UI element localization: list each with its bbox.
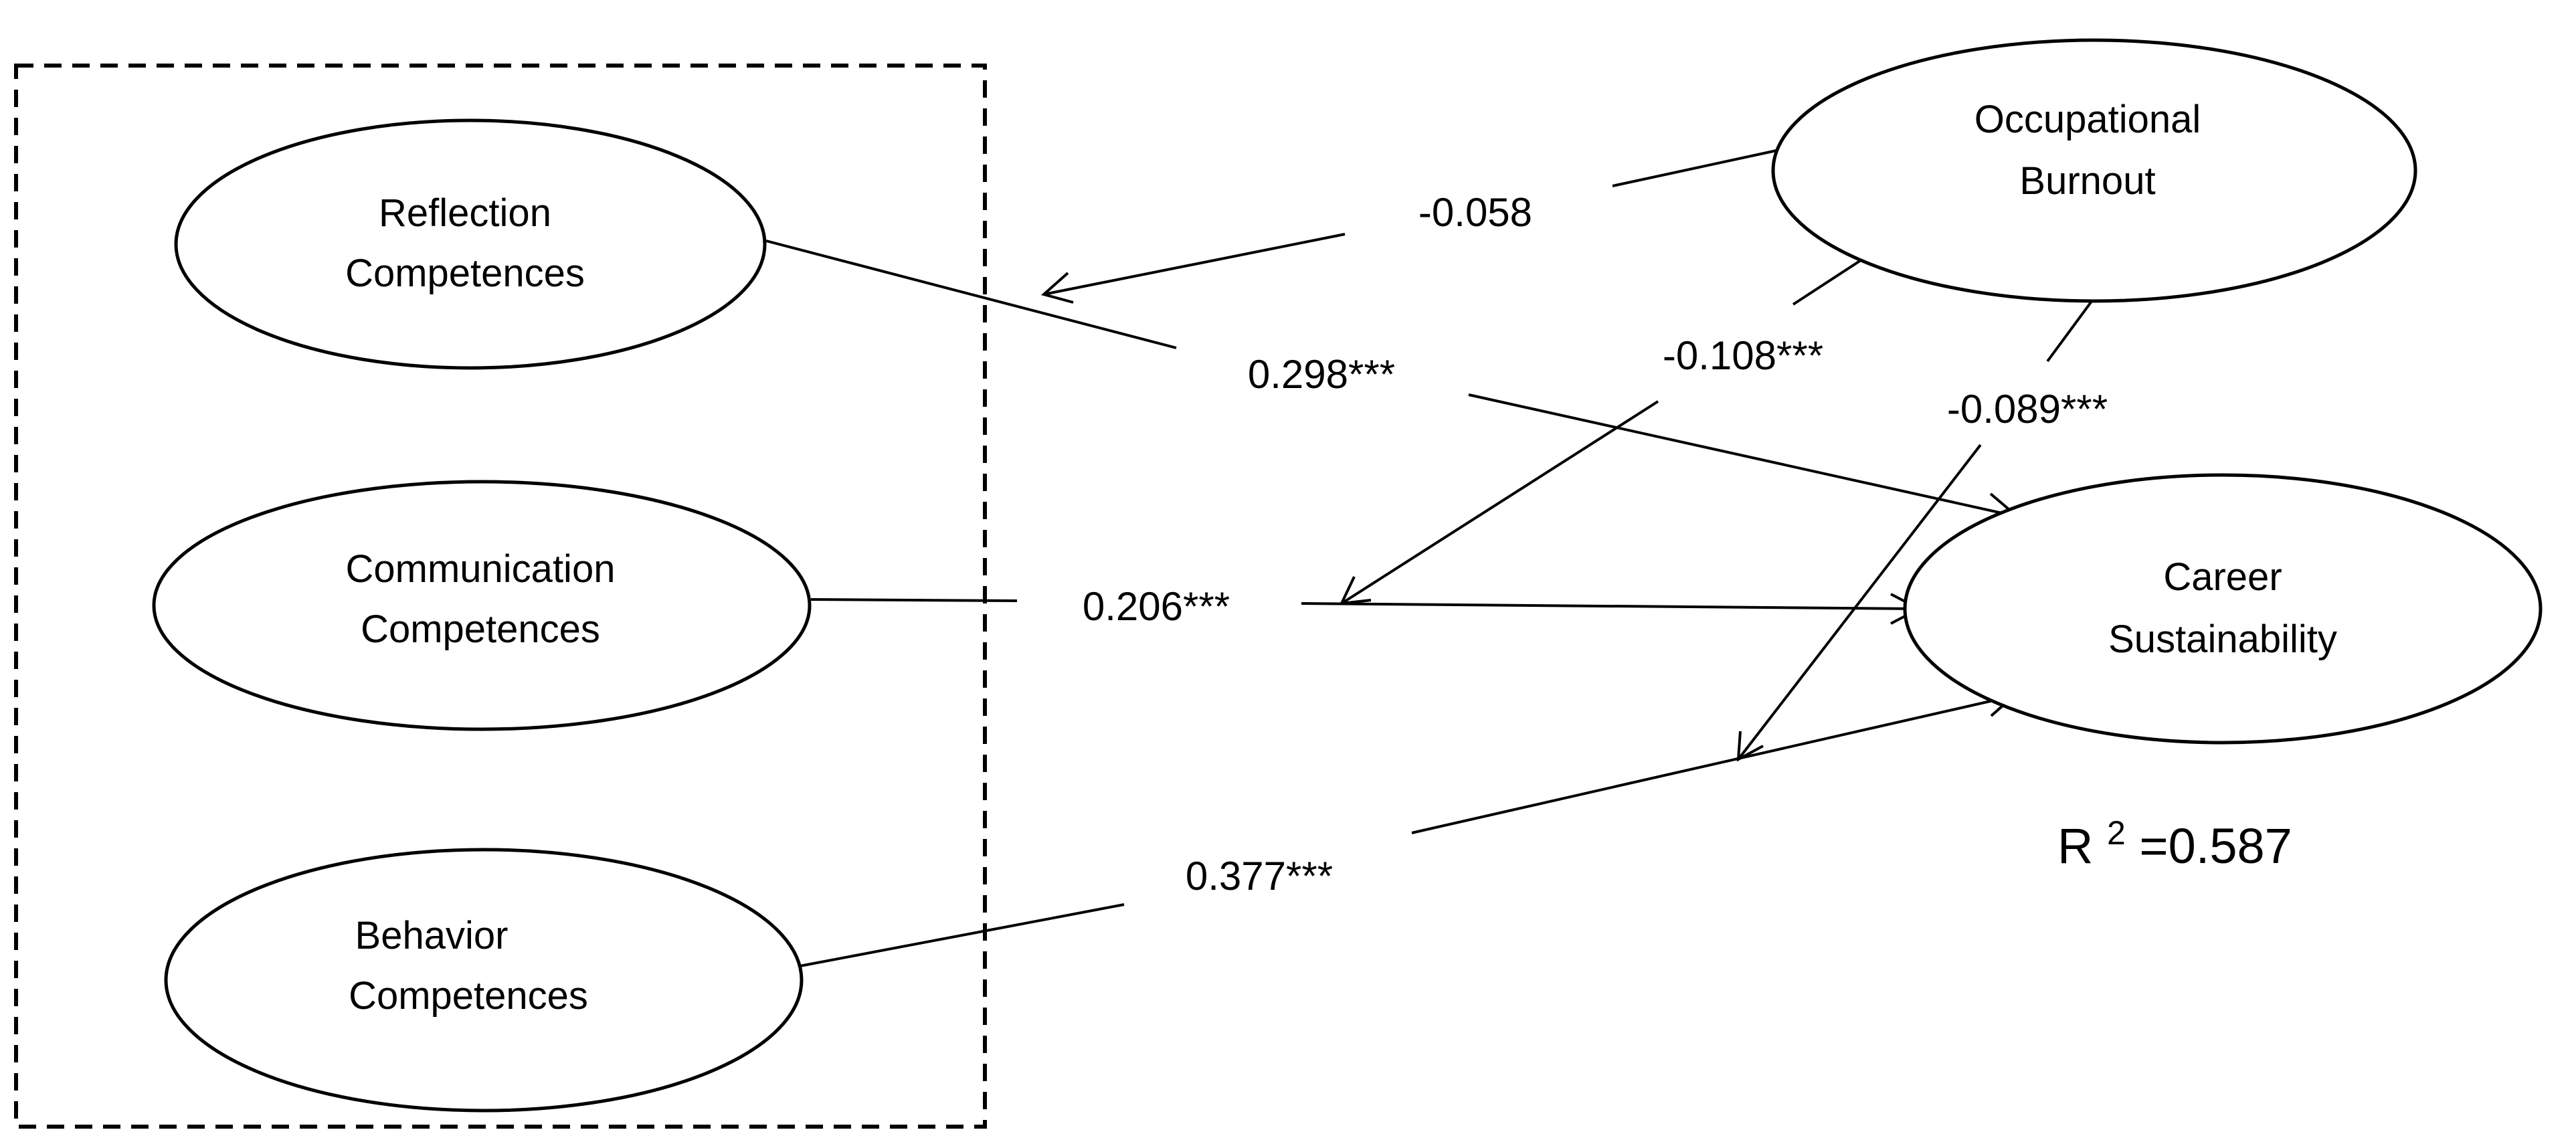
path-behavior-to-career-line-1 [796, 903, 1125, 968]
arrow-head-burnout-reflection [1040, 272, 1074, 304]
node-occupational-burnout [1771, 38, 2417, 303]
behavior-label-line-1: Behavior [355, 914, 509, 957]
nodes [152, 38, 2543, 1113]
coef-reflection-career: 0.298*** [1248, 352, 1395, 397]
r-squared-value: =0.587 [2139, 818, 2292, 874]
competences-group-box [14, 64, 987, 1129]
path-coefficients: -0.058 0.298*** -0.108*** -0.089*** 0.20… [1083, 190, 2108, 898]
path-reflection-to-career-line-1 [765, 240, 1177, 349]
path-burnout-to-reflection-line-1 [1612, 149, 1777, 187]
burnout-label-line-1: Occupational [1974, 98, 2201, 141]
node-reflection-competences [174, 118, 767, 370]
burnout-label-line-2: Burnout [2019, 159, 2155, 203]
coef-burnout-behavior: -0.089*** [1947, 387, 2108, 432]
node-labels: Reflection Competences Communication Com… [345, 98, 2337, 1018]
career-label-line-1: Career [2163, 555, 2282, 599]
path-burnout-to-communication-line-1 [1792, 253, 1871, 306]
r-squared-prefix: R [2057, 818, 2093, 874]
reflection-label-line-1: Reflection [379, 191, 551, 235]
r-squared-label: R 2 =0.587 [2057, 799, 2292, 874]
paths [765, 149, 2096, 968]
communication-label-line-2: Competences [361, 607, 600, 651]
path-burnout-to-reflection-line-2 [1043, 233, 1346, 296]
coef-communication-career: 0.206*** [1083, 584, 1230, 629]
arrow-head-burnout-communication [1339, 576, 1372, 605]
career-label-line-2: Sustainability [2108, 618, 2337, 661]
node-career-sustainability [1903, 473, 2543, 745]
coef-burnout-communication: -0.108*** [1663, 333, 1823, 378]
behavior-label-line-2: Competences [349, 974, 588, 1018]
arrow-head-burnout-behavior [1736, 731, 1764, 762]
path-communication-to-career-line-1 [810, 598, 1018, 602]
path-reflection-to-career-line-2 [1468, 393, 2018, 518]
coef-burnout-reflection: -0.058 [1418, 190, 1532, 235]
path-behavior-to-career-line-2 [1411, 694, 2015, 834]
reflection-label-line-2: Competences [345, 252, 585, 295]
r-squared-superscript: 2 [2107, 814, 2126, 852]
node-communication-competences [152, 480, 812, 731]
path-burnout-to-behavior-line-1 [2046, 296, 2096, 363]
path-burnout-to-behavior-line-2 [1737, 444, 1982, 761]
path-burnout-to-communication-line-2 [1340, 400, 1659, 605]
path-communication-to-career-line-2 [1301, 602, 1920, 610]
node-behavior-competences [164, 848, 804, 1113]
coef-behavior-career: 0.377*** [1186, 854, 1333, 898]
communication-label-line-1: Communication [346, 547, 616, 591]
